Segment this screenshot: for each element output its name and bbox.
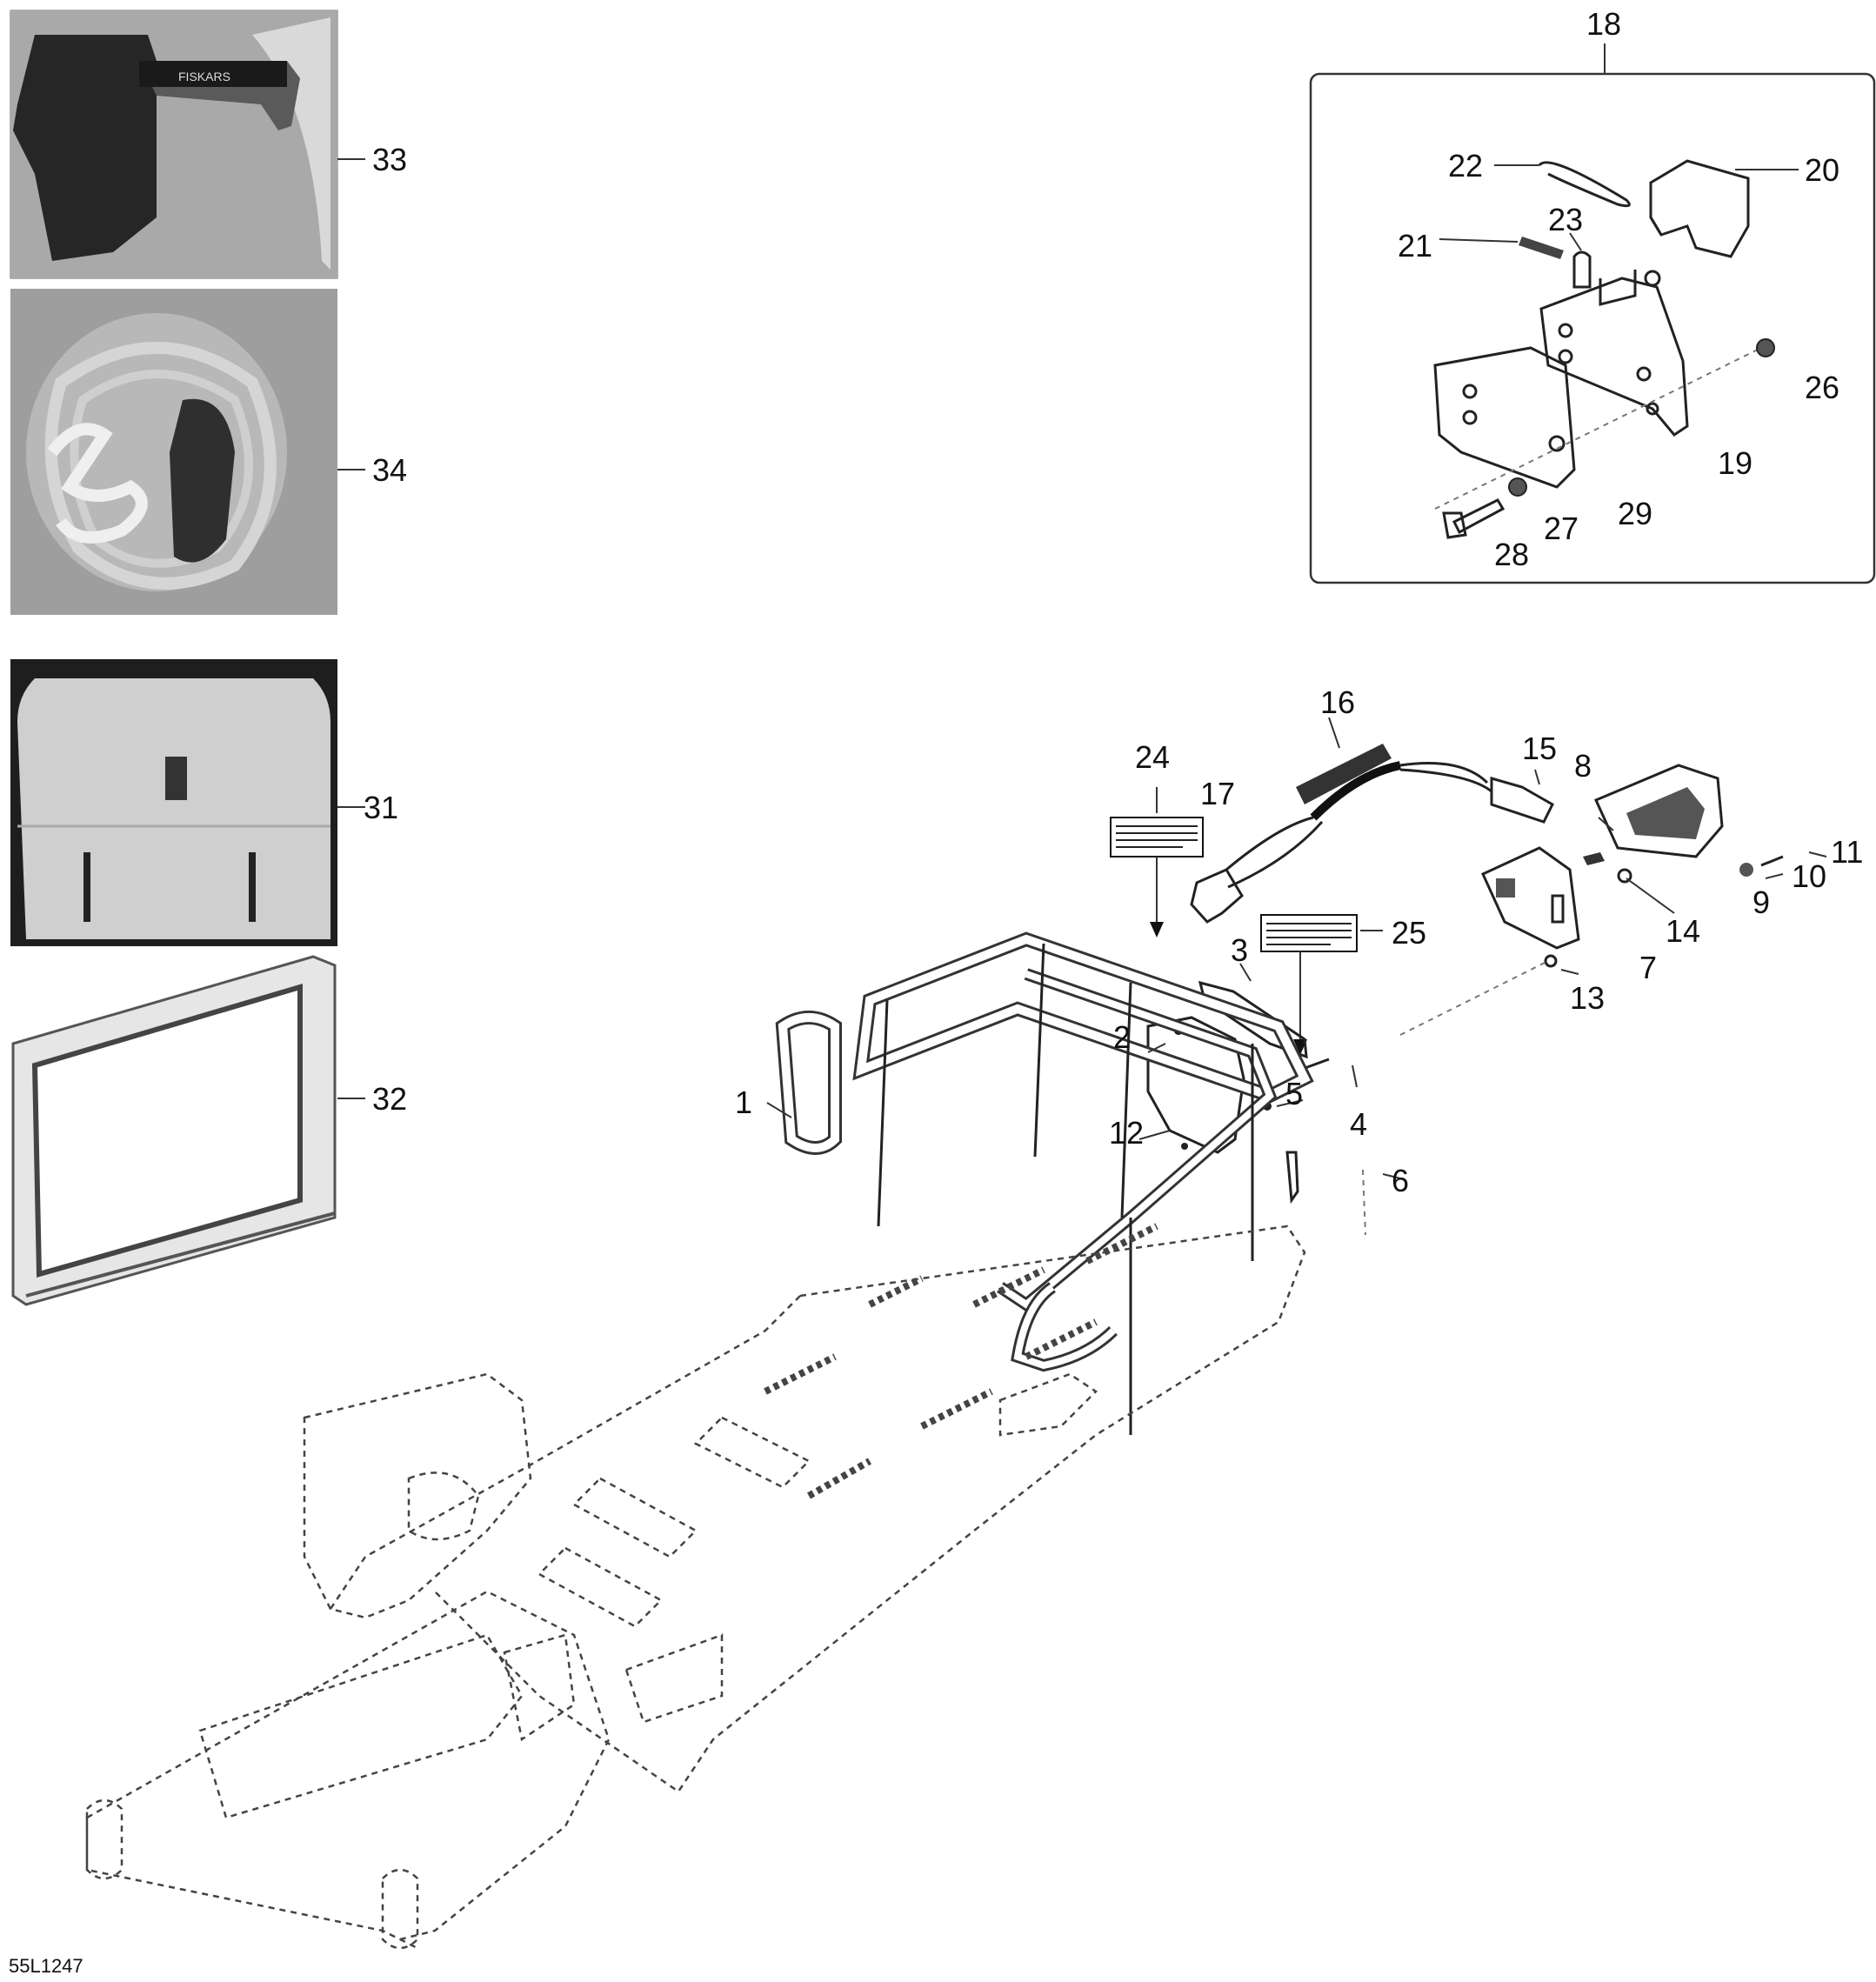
callout-12: 12 bbox=[1109, 1115, 1144, 1151]
tray-photo bbox=[11, 955, 337, 1306]
callout-31: 31 bbox=[364, 790, 398, 825]
callout-11: 11 bbox=[1831, 834, 1863, 870]
callout-10: 10 bbox=[1792, 858, 1826, 894]
callout-4: 4 bbox=[1350, 1106, 1367, 1142]
callout-25: 25 bbox=[1392, 915, 1426, 951]
callout-9: 9 bbox=[1752, 884, 1770, 920]
callout-1: 1 bbox=[735, 1084, 752, 1120]
callout-16: 16 bbox=[1320, 684, 1355, 720]
rope-photo bbox=[10, 289, 337, 615]
callout-14: 14 bbox=[1666, 913, 1700, 949]
callout-17: 17 bbox=[1200, 776, 1235, 811]
callout-33: 33 bbox=[372, 142, 407, 177]
callout-27: 27 bbox=[1544, 511, 1579, 546]
diagram-code: 55L1247 bbox=[9, 1955, 83, 1977]
callout-13: 13 bbox=[1570, 980, 1605, 1016]
callout-29: 29 bbox=[1618, 496, 1652, 531]
callout-34: 34 bbox=[372, 452, 407, 488]
callout-28: 28 bbox=[1494, 537, 1529, 572]
callout-22: 22 bbox=[1448, 148, 1483, 184]
storage-box-photo bbox=[10, 659, 337, 946]
callout-21: 21 bbox=[1398, 228, 1432, 264]
callout-26: 26 bbox=[1805, 370, 1839, 405]
callout-19: 19 bbox=[1718, 445, 1752, 481]
callout-18: 18 bbox=[1586, 6, 1621, 42]
callout-32: 32 bbox=[372, 1081, 407, 1117]
callout-7: 7 bbox=[1639, 950, 1657, 985]
callout-23: 23 bbox=[1548, 202, 1583, 237]
callout-5: 5 bbox=[1285, 1076, 1303, 1111]
callout-20: 20 bbox=[1805, 152, 1839, 188]
callout-24: 24 bbox=[1135, 739, 1170, 775]
sled-assembly bbox=[85, 744, 1784, 1950]
callout-8: 8 bbox=[1574, 748, 1592, 784]
callout-6: 6 bbox=[1392, 1163, 1409, 1198]
axe-photo: FISKARS bbox=[10, 10, 338, 279]
axe-brand-text: FISKARS bbox=[178, 70, 230, 83]
callout-2: 2 bbox=[1113, 1019, 1131, 1055]
hitch-inset bbox=[1309, 43, 1876, 584]
callout-3: 3 bbox=[1231, 932, 1248, 968]
callout-15: 15 bbox=[1522, 731, 1557, 766]
